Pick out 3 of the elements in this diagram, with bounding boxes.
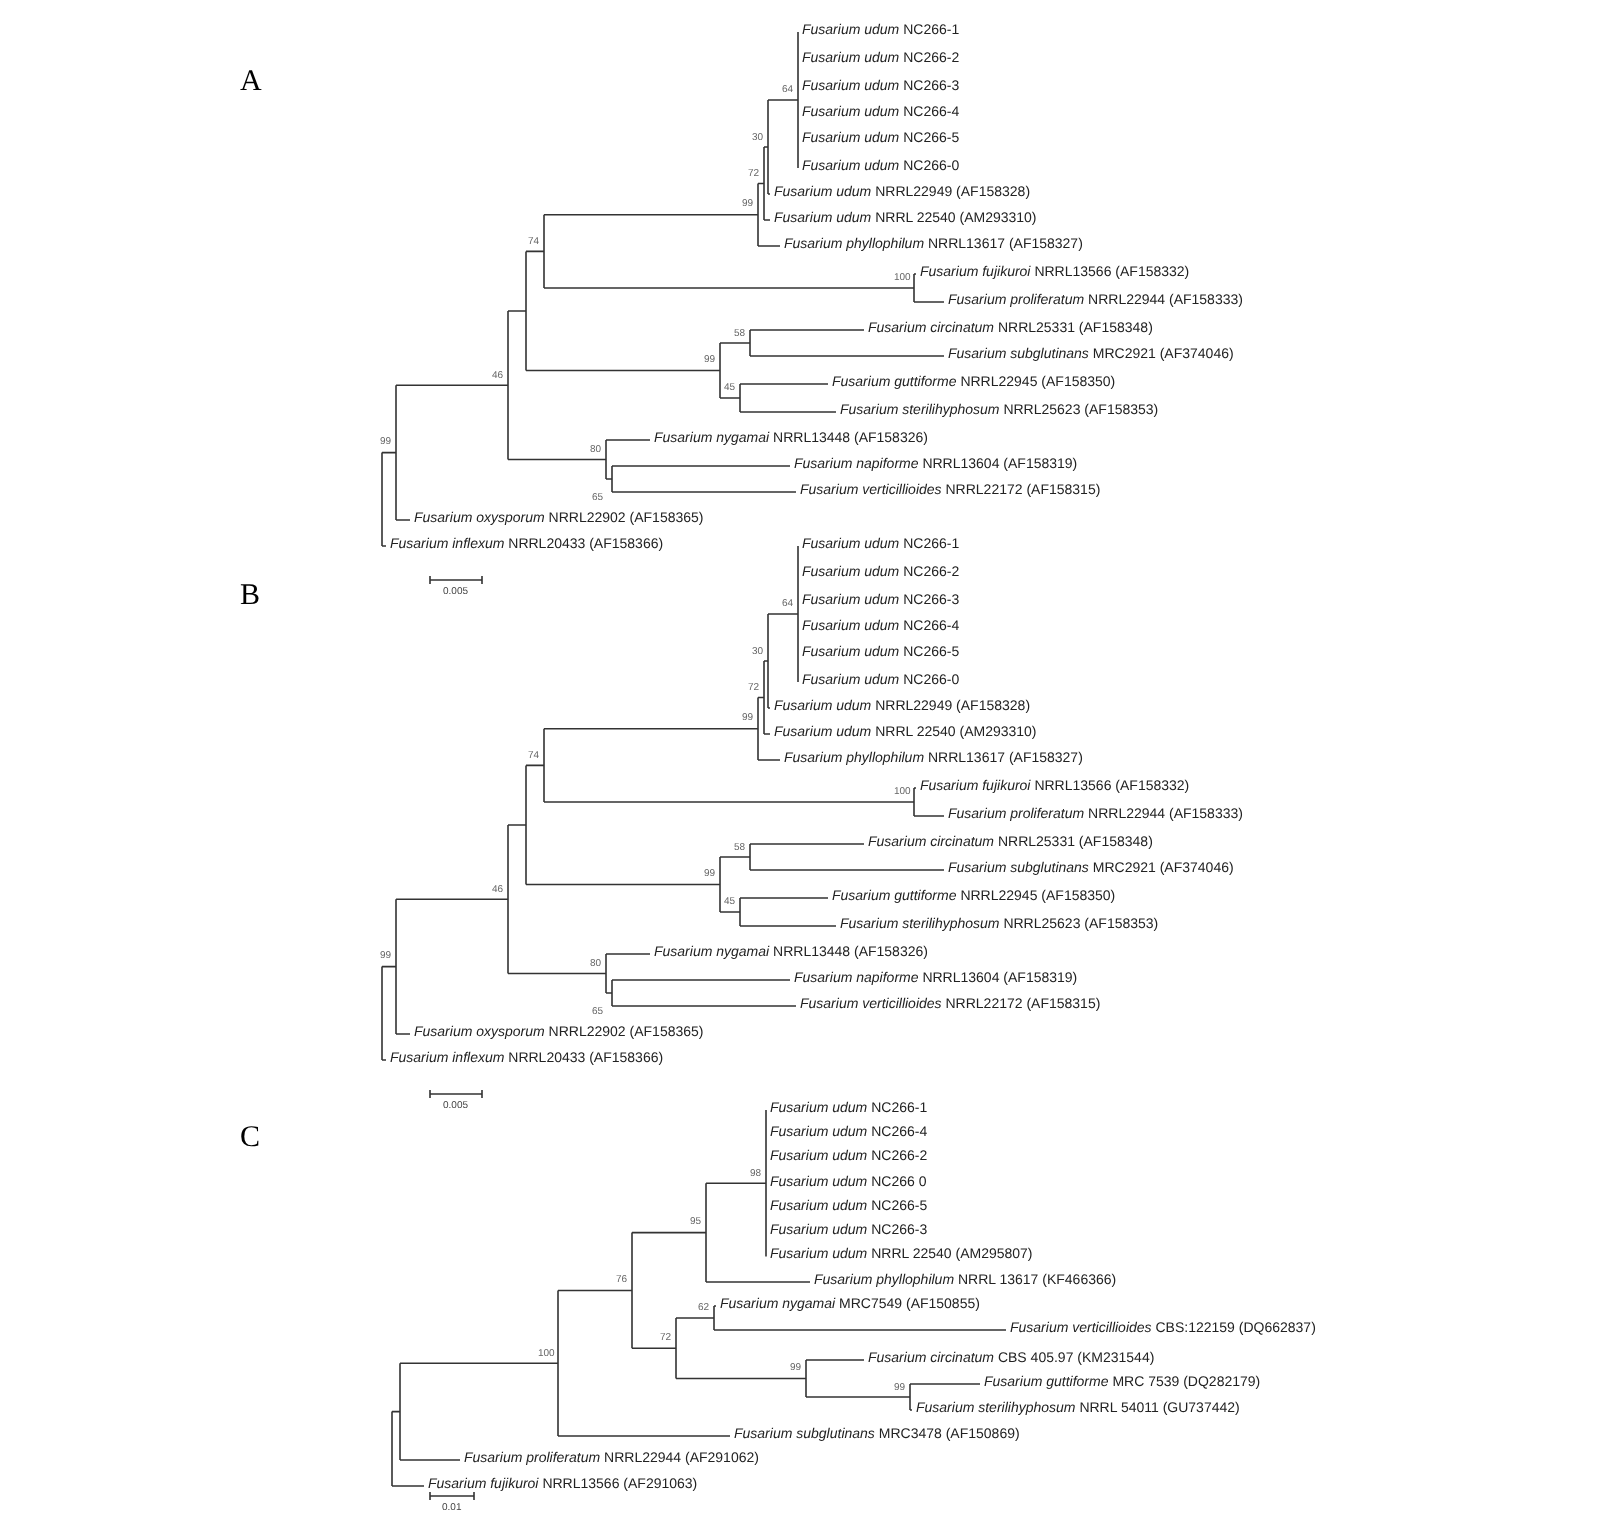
panel-letter: A — [240, 68, 262, 98]
panel-letter: B — [240, 582, 261, 612]
panel-letter: C — [240, 1124, 261, 1154]
